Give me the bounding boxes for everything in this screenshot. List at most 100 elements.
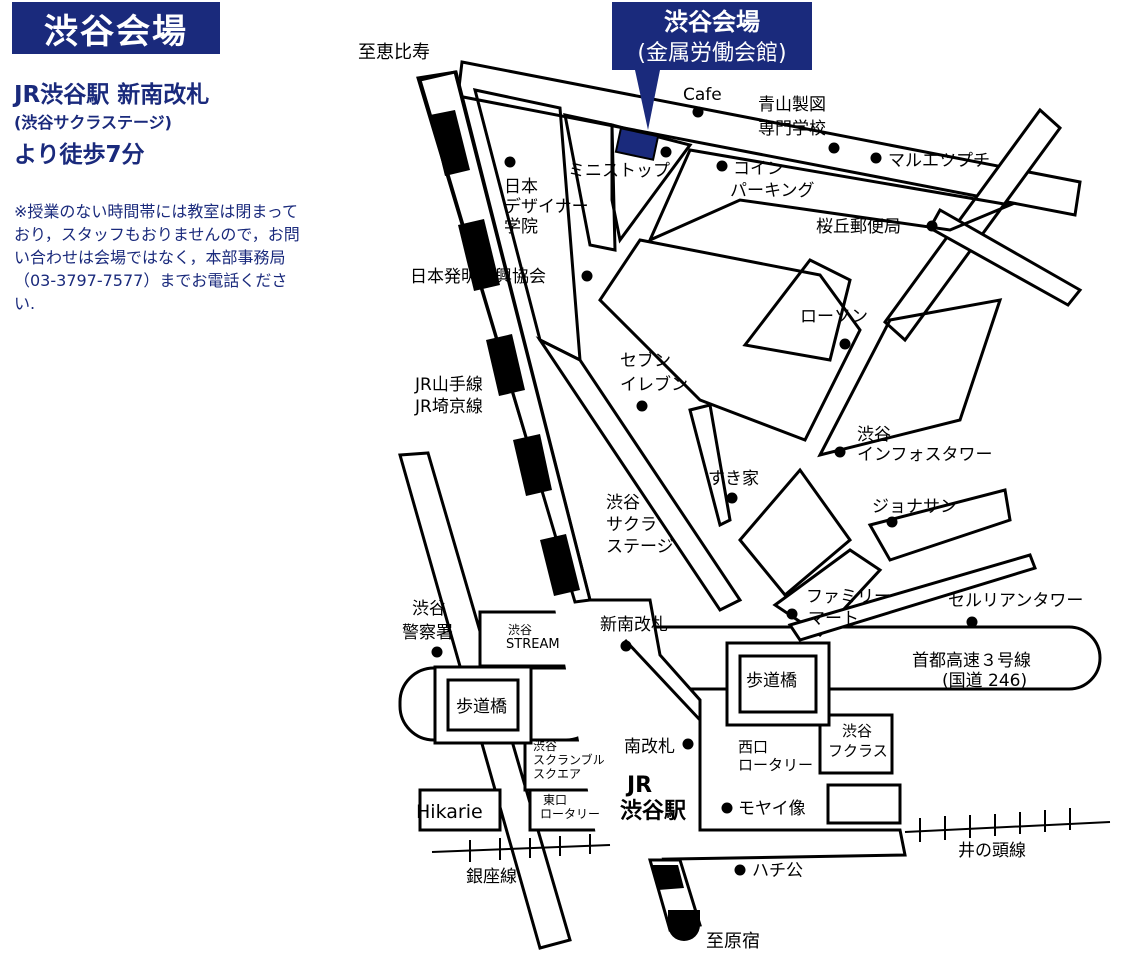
dot-cafe — [692, 106, 704, 118]
label-jonathan: ジョナサン — [872, 497, 957, 517]
label-nd2: デザイナー — [504, 196, 589, 217]
label-ginza: 銀座線 — [466, 867, 517, 887]
label-aoyama1: 青山製図 — [758, 95, 826, 115]
label-infos1: 渋谷 — [857, 425, 891, 445]
label-yamanote1: JR山手線 — [414, 375, 483, 395]
label-seven1: セブン — [620, 350, 671, 371]
block-jonathan — [867, 488, 1012, 562]
station-building — [573, 598, 907, 862]
dot-seven — [636, 400, 648, 412]
dot-jiii — [581, 270, 593, 282]
jr-line-end — [668, 910, 700, 941]
label-nd1: 日本 — [504, 177, 538, 197]
label-jr1: JR — [625, 773, 652, 798]
block-3 — [610, 123, 693, 244]
dot-infos — [834, 446, 846, 458]
venue-label-box — [612, 2, 812, 70]
label-higashi2: ロータリー — [540, 807, 600, 821]
dot-ministop — [660, 146, 672, 158]
label-aoyama2: 専門学校 — [758, 119, 826, 139]
station-diag — [623, 638, 702, 722]
dot-moyai — [721, 802, 733, 814]
label-scramble1: 渋谷 — [533, 739, 557, 753]
label-cerulean: セルリアンタワー — [948, 591, 1083, 611]
dot-minami — [682, 738, 694, 750]
dot-nd — [504, 156, 516, 168]
road-sakura-diag — [535, 336, 743, 612]
hodo-bridge-west-inner — [446, 678, 520, 732]
block-parking — [647, 148, 1016, 243]
dot-marui — [870, 152, 882, 164]
dot-post — [926, 220, 938, 232]
label-ebisu: 至恵比寿 — [358, 42, 430, 63]
label-scramble2: スクランブル — [533, 752, 605, 767]
label-sakura2: サクラ — [606, 515, 657, 535]
label-sakura1: 渋谷 — [606, 493, 640, 513]
label-jr2: 渋谷駅 — [620, 798, 686, 824]
label-jiii: 日本発明振興協会 — [410, 267, 546, 287]
label-hodo-west: 歩道橋 — [456, 697, 507, 717]
access-line3: より徒歩7分 — [14, 142, 145, 168]
label-nishiguchi1: 西口 — [738, 738, 768, 756]
label-police2: 警察署 — [402, 623, 453, 643]
label-hachiko: ハチ公 — [752, 861, 803, 881]
dot-police — [431, 646, 443, 658]
label-stream1: 渋谷 — [508, 623, 532, 637]
label-family1: ファミリー — [806, 587, 891, 607]
label-seven2: イレブン — [620, 374, 688, 395]
dot-cerulean — [966, 616, 978, 628]
label-hikarie: Hikarie — [416, 801, 483, 823]
label-inokashira: 井の頭線 — [958, 841, 1026, 861]
label-nd3: 学院 — [504, 217, 538, 237]
map-labels: 至恵比寿 至原宿 Cafe 青山製図 専門学校 マルエツプチ ミニストップ コイ… — [358, 42, 1083, 952]
moyai-area — [826, 783, 902, 825]
label-shinminami: 新南改札 — [600, 615, 668, 635]
label-lawson: ローソン — [800, 307, 868, 327]
access-line2: (渋谷サクラステージ) — [14, 113, 172, 132]
label-harajuku: 至原宿 — [706, 931, 760, 952]
fukuras-building — [818, 713, 894, 775]
label-moyai: モヤイ像 — [738, 799, 806, 819]
venue-label-line2: (金属労働会館) — [637, 41, 786, 66]
block-infos — [817, 298, 1003, 458]
dot-sukiya — [726, 492, 738, 504]
label-expressway2: (国道 246) — [942, 671, 1027, 691]
label-fukuras2: フクラス — [828, 742, 888, 760]
notice-text: ※授業のない時間帯には教室は閉まっており，スタッフもおりませんので，お問い合わせ… — [14, 202, 300, 313]
label-coin2: パーキング — [730, 181, 815, 201]
label-scramble3: スクエア — [533, 767, 581, 781]
block-lawson — [742, 258, 852, 362]
label-nishiguchi2: ロータリー — [738, 756, 813, 774]
dot-jonathan — [886, 516, 898, 528]
access-line1: JR渋谷駅 新南改札 — [14, 82, 210, 108]
hikarie-building — [418, 788, 502, 832]
label-post: 桜丘郵便局 — [816, 217, 901, 237]
label-expressway1: 首都高速３号線 — [912, 651, 1031, 671]
label-marui: マルエツプチ — [888, 151, 990, 171]
label-sakura3: ステージ — [606, 537, 674, 557]
inokashira-line — [904, 808, 1111, 842]
jr-stripe-south — [652, 865, 684, 890]
label-police1: 渋谷 — [412, 599, 446, 619]
ginza-line — [431, 834, 611, 862]
road-family-cross — [787, 553, 1037, 642]
dot-coin — [716, 160, 728, 172]
header-title: 渋谷会場 — [44, 11, 188, 52]
label-stream2: STREAM — [506, 637, 560, 652]
dot-shinminami — [620, 640, 632, 652]
poi-dots — [431, 106, 978, 876]
hodo-bridge-east-inner — [738, 654, 818, 714]
block-square — [738, 467, 853, 598]
label-coin1: コイン — [733, 159, 784, 179]
venue-marker[interactable] — [614, 127, 660, 161]
block-2 — [563, 113, 617, 252]
venue-label-line1: 渋谷会場 — [664, 8, 760, 36]
block-sukiya — [688, 403, 732, 528]
jr-line-stripes — [430, 110, 580, 596]
label-yamanote2: JR埼京線 — [414, 397, 483, 417]
dot-hachiko — [734, 864, 746, 876]
dot-aoyama — [828, 142, 840, 154]
block-central — [598, 238, 862, 442]
venue-pointer — [635, 70, 660, 130]
